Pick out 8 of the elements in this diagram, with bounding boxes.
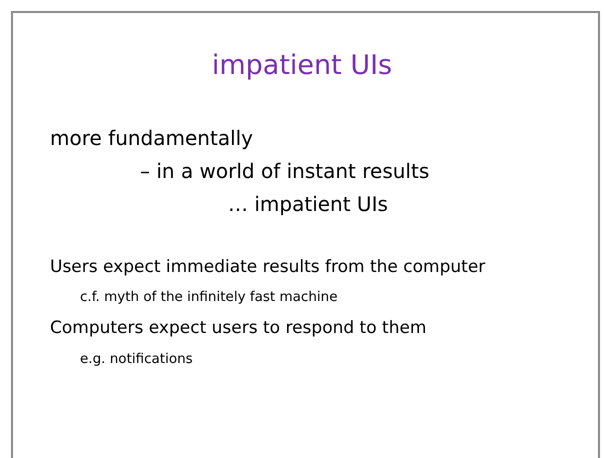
subpoint-text: – in a world of instant results	[140, 159, 430, 183]
bullet-text: Computers expect users to respond to them	[50, 318, 426, 338]
heading-text: more fundamentally	[50, 126, 254, 150]
subpoint-text: … impatient UIs	[228, 192, 388, 216]
bullet-text: Users expect immediate results from the computer	[50, 257, 486, 278]
note-text: e.g. notifications	[80, 351, 193, 368]
note-text: c.f. myth of the infinitely fast machine	[80, 289, 338, 306]
slide-title: impatient UIs	[210, 50, 394, 82]
